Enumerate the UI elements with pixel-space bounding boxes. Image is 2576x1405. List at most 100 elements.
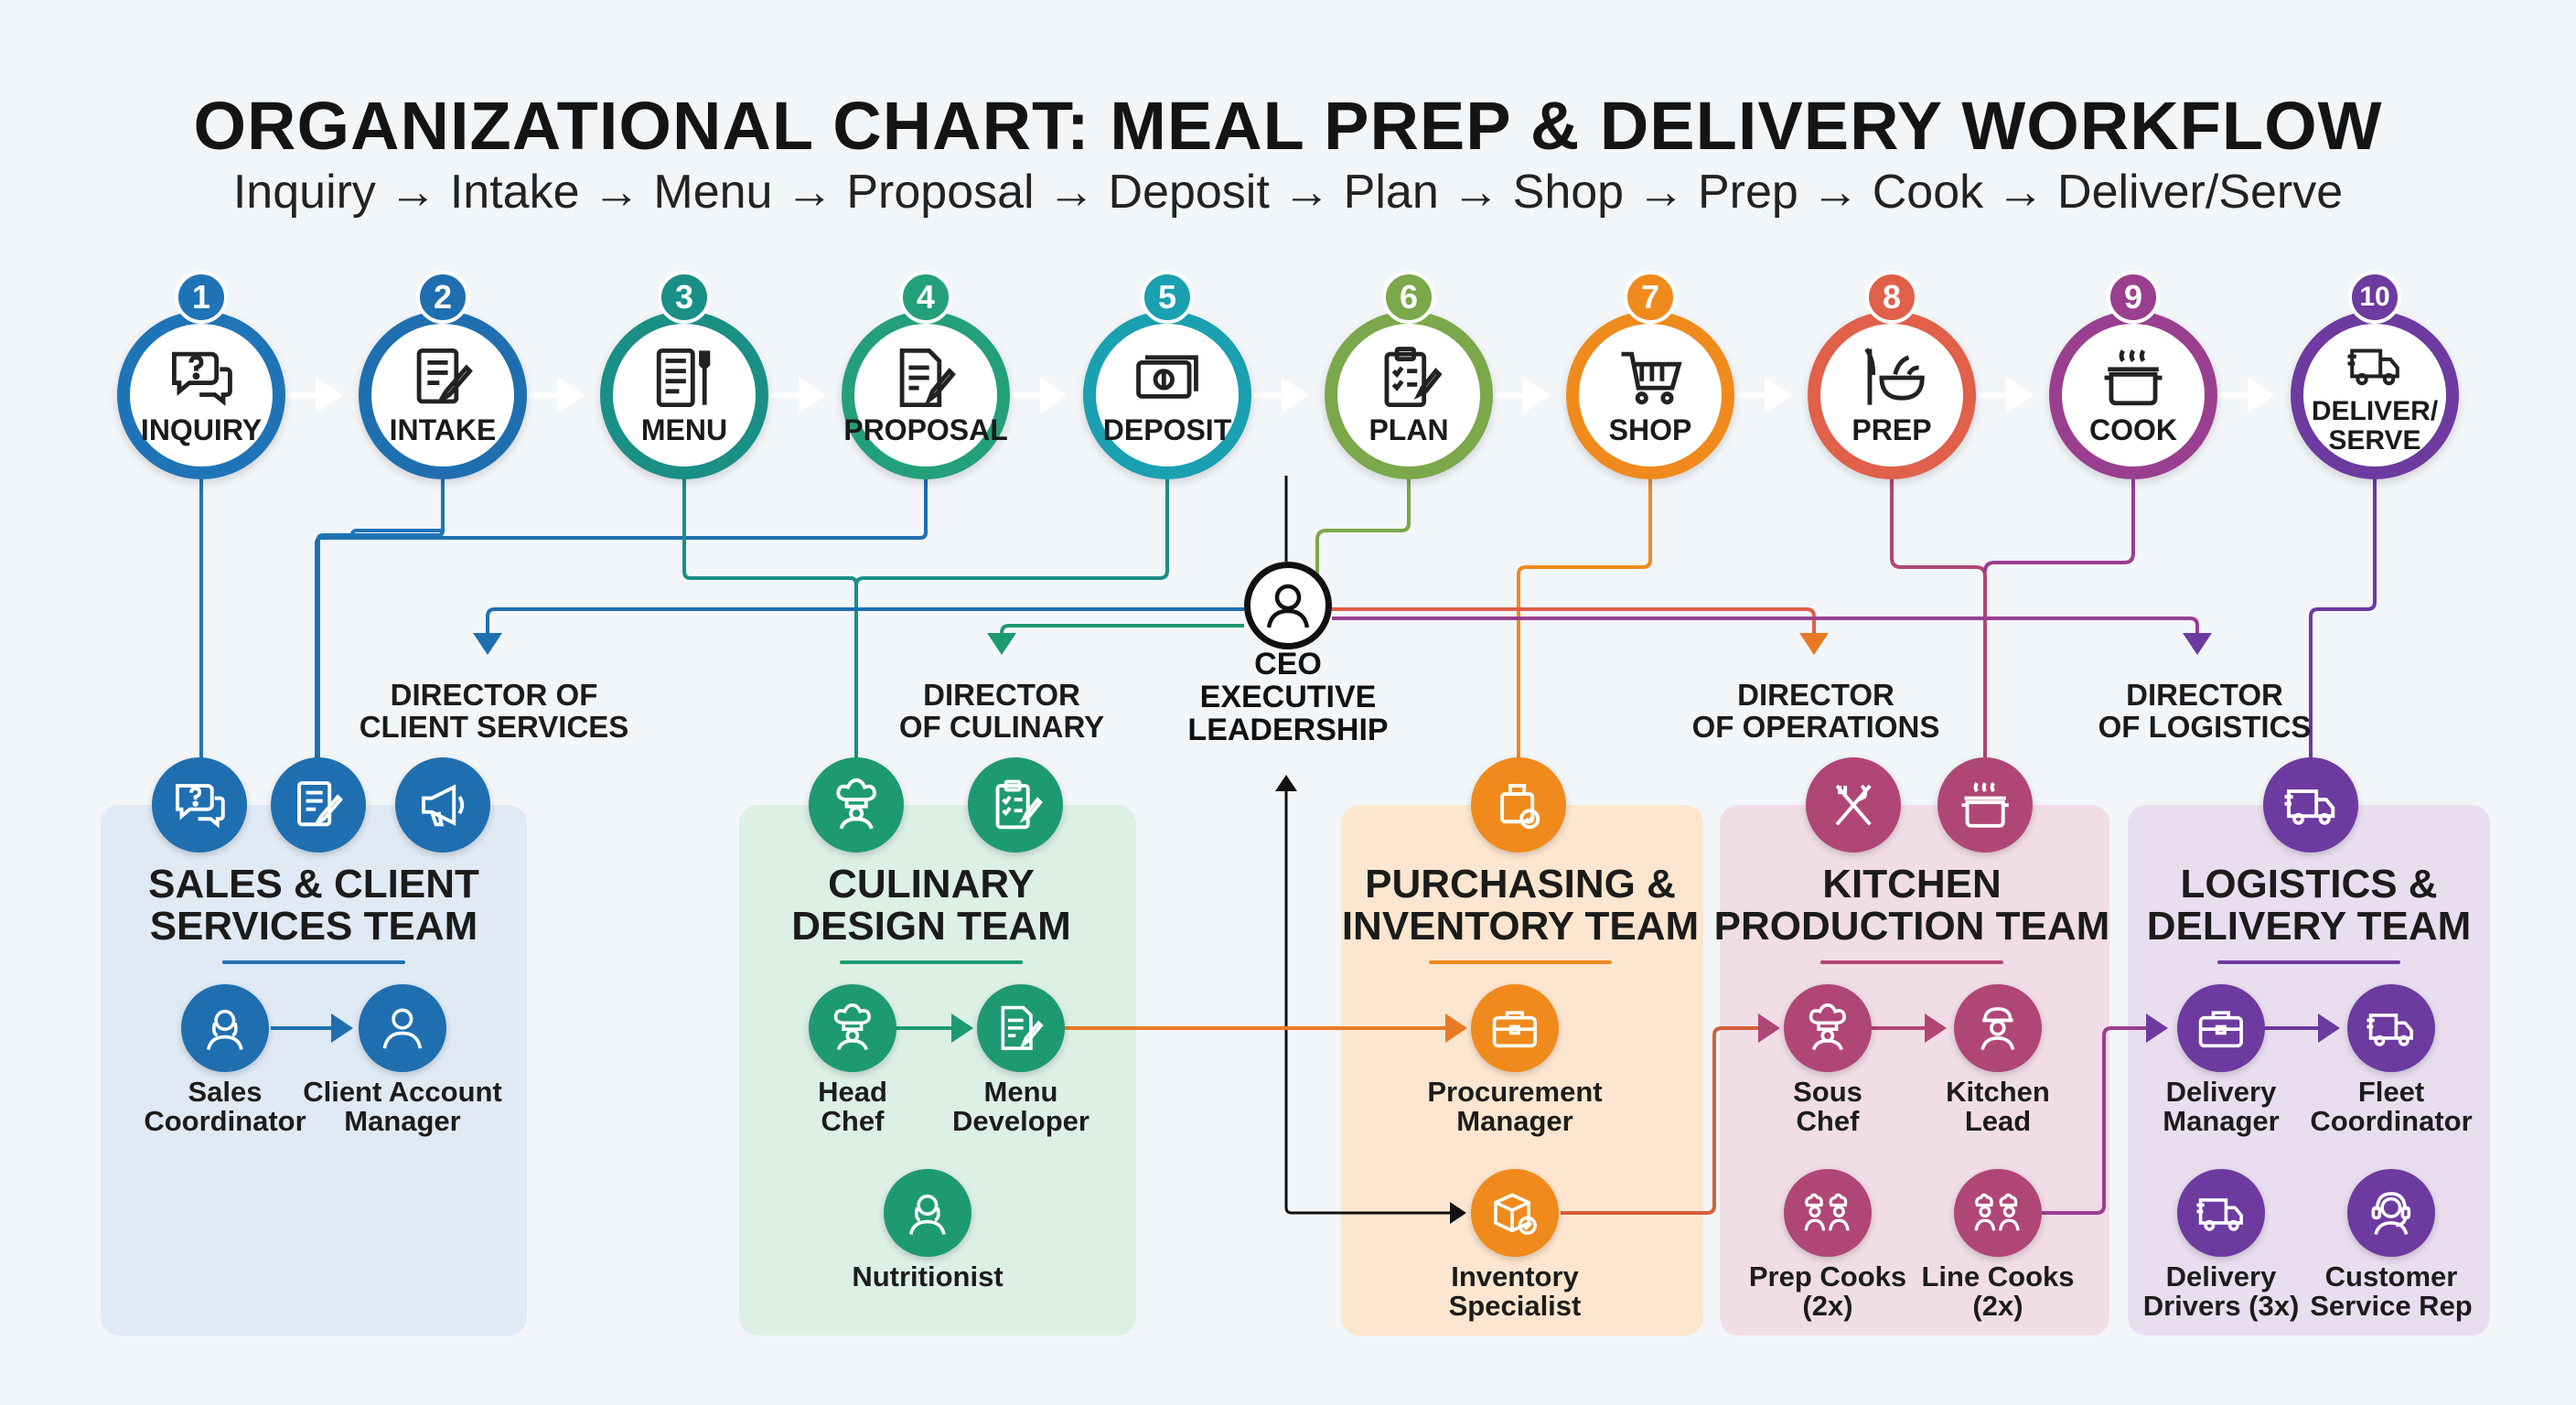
team-sales-form-edit-icon[interactable] [271, 757, 366, 853]
step-label: PLAN [1368, 413, 1449, 446]
role-purchasing-0-icon-node[interactable] [1471, 984, 1559, 1072]
step-number-badge: 8 [1865, 271, 1918, 324]
headset-icon [2371, 1192, 2411, 1236]
role-label-culinary-2: Nutritionist [852, 1260, 1004, 1292]
step-deliver-serve[interactable]: DELIVER/ SERVE [2291, 311, 2459, 479]
line-step4-sales [315, 476, 928, 759]
role-label-sales-0: Sales Coordinator [144, 1076, 306, 1137]
role-culinary-1-icon-node[interactable] [977, 984, 1065, 1072]
two-chefs-icon [1804, 1193, 1850, 1231]
ceo-node[interactable] [1244, 562, 1332, 649]
team-divider-logistics [2217, 960, 2400, 964]
director-client-services: DIRECTOR OF CLIENT SERVICES [359, 678, 629, 744]
page-title: ORGANIZATIONAL CHART: MEAL PREP & DELIVE… [193, 88, 2383, 164]
team-title-purchasing: PURCHASING & INVENTORY TEAM [1341, 862, 1700, 949]
briefcase-icon [1492, 1011, 1538, 1048]
step-label: COOK [2089, 413, 2177, 446]
step-plan[interactable]: PLAN [1325, 311, 1493, 479]
role-label-purchasing-0: Procurement Manager [1427, 1076, 1603, 1137]
role-logistics-0-icon-node[interactable] [2177, 984, 2265, 1072]
role-label-culinary-1: Menu Developer [952, 1076, 1089, 1137]
step-number-badge: 4 [899, 271, 952, 324]
document-pen-icon [892, 344, 960, 412]
line-step8-kitchen [1890, 476, 1987, 759]
pot-icon [2099, 344, 2167, 412]
role-label-logistics-1: Fleet Coordinator [2310, 1076, 2473, 1137]
step-menu[interactable]: MENU [600, 311, 768, 479]
step-prep[interactable]: PREP [1808, 311, 1976, 479]
megaphone-icon [421, 784, 465, 827]
truck-icon [2284, 788, 2335, 825]
role-culinary-0-icon-node[interactable] [809, 984, 896, 1072]
role-culinary-2-icon-node[interactable] [884, 1169, 971, 1257]
person-icon [382, 1008, 423, 1049]
role-logistics-3-icon-node[interactable] [2347, 1169, 2435, 1257]
document-pen-icon [1001, 1005, 1044, 1051]
step-cook[interactable]: COOK [2049, 311, 2217, 479]
team-kitchen-cutlery-icon[interactable] [1806, 757, 1901, 853]
step-intake[interactable]: INTAKE [359, 311, 527, 479]
panel-bg-culinary [739, 805, 1136, 1335]
menu-card-icon [650, 344, 718, 412]
team-sales-chat-question-icon[interactable] [152, 757, 247, 853]
line-step7-purchasing [1517, 476, 1652, 759]
role-kitchen-1-icon-node[interactable] [1954, 984, 2042, 1072]
role-kitchen-0-icon-node[interactable] [1784, 984, 1872, 1072]
truck-icon [2346, 337, 2403, 393]
worker-icon [1980, 1007, 2015, 1051]
line-step9-kitchen [1983, 476, 2135, 573]
role-logistics-1-icon-node[interactable] [2347, 984, 2435, 1072]
director-operations: DIRECTOR OF OPERATIONS [1691, 678, 1940, 744]
role-label-purchasing-1: Inventory Specialist [1448, 1260, 1582, 1322]
team-divider-sales [222, 960, 405, 964]
step-number-badge: 9 [2107, 271, 2160, 324]
step-number-badge: 10 [2348, 271, 2401, 324]
person-icon [1266, 584, 1310, 628]
team-divider-culinary [840, 960, 1023, 964]
role-kitchen-2-icon-node[interactable] [1784, 1169, 1872, 1257]
chef-icon [833, 1003, 872, 1051]
step-label: MENU [640, 413, 728, 446]
team-culinary-chef-icon[interactable] [809, 757, 904, 853]
team-logistics-truck-icon[interactable] [2263, 757, 2358, 853]
step-label: PREP [1852, 413, 1932, 446]
role-label-kitchen-1: Kitchen Lead [1946, 1076, 2050, 1137]
role-sales-1-icon-node[interactable] [359, 984, 446, 1072]
team-culinary-clipboard-checklist-icon[interactable] [968, 757, 1063, 853]
step-deposit[interactable]: DEPOSIT [1083, 311, 1251, 479]
role-purchasing-1-icon-node[interactable] [1471, 1169, 1559, 1257]
arrow-linecooks-delivery [2042, 1014, 2168, 1215]
truck-icon [2196, 1198, 2244, 1231]
role-label-kitchen-2: Prep Cooks (2x) [1748, 1260, 1907, 1322]
step-inquiry[interactable]: INQUIRY [117, 311, 285, 479]
step-proposal[interactable]: PROPOSAL [842, 311, 1010, 479]
director-logistics: DIRECTOR OF LOGISTICS [2098, 678, 2312, 744]
director-culinary: DIRECTOR OF CULINARY [898, 678, 1105, 744]
team-divider-purchasing [1429, 960, 1612, 964]
step-label: DEPOSIT [1102, 413, 1232, 446]
bowl-knife-icon [1858, 344, 1926, 412]
step-number-badge: 1 [175, 271, 228, 324]
form-edit-icon [296, 780, 343, 827]
line-step3-culinary [682, 476, 858, 759]
form-edit-icon [409, 344, 477, 412]
team-kitchen-pot-icon[interactable] [1937, 757, 2033, 853]
line-step10-logistics [2309, 476, 2377, 759]
team-purchasing-package-hand-icon[interactable] [1471, 757, 1566, 853]
role-kitchen-3-icon-node[interactable] [1954, 1169, 2042, 1257]
line-ceo-culinary [987, 624, 1244, 655]
money-icon [1133, 344, 1201, 412]
team-sales-megaphone-icon[interactable] [395, 757, 490, 853]
line-step5-culinary [854, 476, 1169, 586]
page-subtitle: Inquiry → Intake → Menu → Proposal → Dep… [232, 166, 2344, 219]
step-number-badge: 3 [658, 271, 711, 324]
line-ceo-inventory [1284, 1202, 1466, 1224]
step-shop[interactable]: SHOP [1566, 311, 1734, 479]
woman-icon [909, 1195, 946, 1236]
role-logistics-2-icon-node[interactable] [2177, 1169, 2265, 1257]
step-label: SHOP [1608, 413, 1692, 446]
chat-question-icon [175, 783, 225, 829]
step-label: PROPOSAL [843, 413, 1008, 446]
role-label-logistics-2: Delivery Drivers (3x) [2142, 1260, 2300, 1322]
role-sales-0-icon-node[interactable] [181, 984, 269, 1072]
